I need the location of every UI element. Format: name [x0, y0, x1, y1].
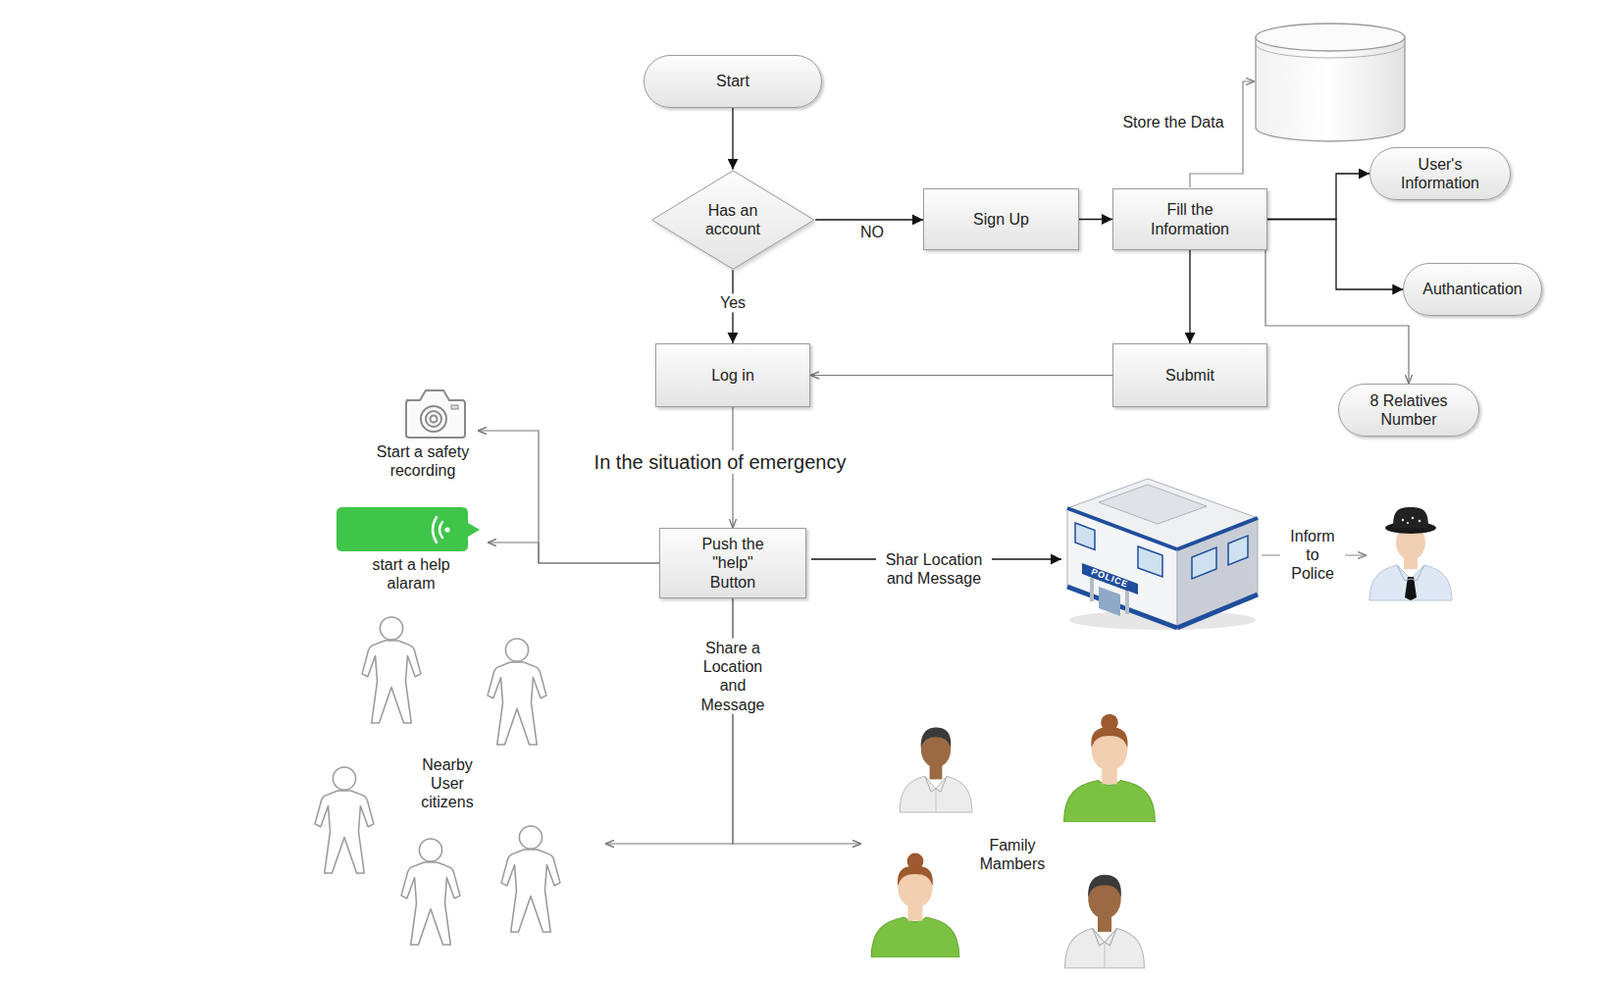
edge-label: NO — [860, 222, 884, 242]
connector-line — [605, 598, 733, 844]
connector-line — [1267, 173, 1370, 220]
camera-action: Start a safety recording — [367, 385, 478, 496]
diamond-shape — [650, 169, 816, 270]
family-group: Family Mambers — [861, 701, 1161, 979]
node-text: Nearby User citizens — [414, 755, 480, 813]
start-terminal: Start — [643, 54, 823, 108]
citizen-figures — [314, 617, 561, 945]
node-text: Authantication — [1422, 279, 1522, 299]
connector-line — [810, 374, 1113, 376]
connector-line — [1188, 250, 1190, 344]
database-cylinder — [1255, 23, 1405, 142]
edge-label: In the situation of emergency — [591, 450, 850, 474]
process-box: Submit — [1112, 343, 1268, 408]
connector-line — [1265, 250, 1409, 384]
process-box: Fill the Information — [1112, 188, 1268, 251]
process-box: Log in — [655, 343, 811, 408]
citizen-group: Nearby User citizens — [309, 613, 606, 962]
family-figures — [871, 714, 1155, 969]
store-label: Store the Data — [1122, 112, 1224, 132]
node-text: Start — [716, 71, 750, 91]
connector-line — [815, 218, 924, 220]
connector-line — [1079, 218, 1113, 220]
node-text: Start a safety recording — [367, 442, 478, 480]
node-text: start a help alaram — [361, 555, 461, 593]
node-text: Family Mambers — [971, 835, 1054, 874]
decision-diamond: Has an account — [650, 169, 816, 270]
process-box: Sign Up — [923, 188, 1080, 251]
connector-line — [732, 598, 862, 844]
connector-line — [731, 107, 733, 170]
node-text: Sign Up — [973, 209, 1030, 229]
data-terminal: 8 Relatives Number — [1338, 383, 1480, 437]
node-text: Fill the Information — [1135, 200, 1244, 238]
node-text: Log in — [711, 365, 755, 385]
data-terminal: Authantication — [1402, 262, 1542, 316]
connector-group — [477, 107, 1409, 844]
police-station — [1067, 478, 1258, 630]
store-line — [1189, 81, 1255, 188]
node-text: Has an account — [693, 201, 773, 239]
node-text: Push the "help" Button — [697, 534, 769, 592]
camera-icon — [406, 390, 465, 438]
node-text: Submit — [1165, 365, 1215, 385]
process-box: Push the "help" Button — [659, 527, 807, 599]
node-text: User's Information — [1389, 154, 1492, 193]
connector-line — [1267, 219, 1403, 291]
alarm-icon — [336, 507, 480, 552]
inform-label: Inform to Police — [1280, 526, 1345, 584]
edge-label: Yes — [717, 293, 749, 312]
diamond-outline — [651, 170, 814, 269]
alarm-action: start a help alaram — [333, 502, 488, 596]
share-label: Shar Location and Message — [876, 550, 992, 588]
connector-line — [487, 542, 660, 564]
data-terminal: User's Information — [1369, 147, 1511, 201]
node-text: 8 Relatives Number — [1357, 391, 1460, 429]
police-officer — [1369, 507, 1452, 601]
edge-label: Share a Location and Message — [690, 638, 775, 715]
